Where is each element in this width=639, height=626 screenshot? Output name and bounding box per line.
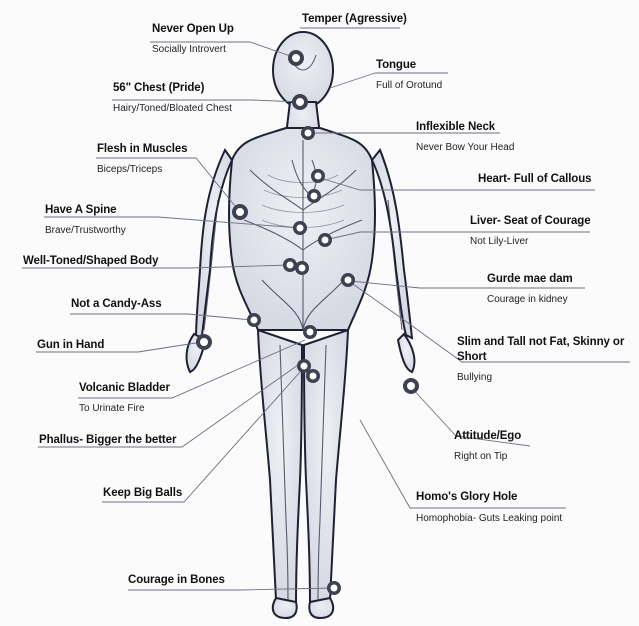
marker-body-1 (283, 258, 297, 272)
left-leg (258, 330, 302, 605)
label-gun-title: Gun in Hand (37, 340, 104, 352)
marker-attitude (403, 378, 419, 394)
label-never-open-up-title: Never Open Up (152, 24, 234, 36)
marker-liver (318, 233, 332, 247)
label-chest-sub: Hairy/Toned/Bloated Chest (113, 104, 232, 114)
marker-head (288, 50, 304, 66)
marker-body-2 (295, 261, 309, 275)
label-slim-title: Slim and Tall not Fat, Skinny or (457, 337, 624, 349)
marker-spine (293, 221, 307, 235)
label-bones-title: Courage in Bones (128, 575, 225, 587)
leader-bones (128, 588, 334, 590)
marker-heart-1 (311, 169, 325, 183)
label-spine-sub: Brave/Trustworthy (45, 226, 126, 236)
marker-heart-2 (307, 189, 321, 203)
label-chest-title: 56" Chest (Pride) (113, 83, 204, 95)
label-tongue-sub: Full of Orotund (376, 81, 442, 91)
label-attitude-sub: Right on Tip (454, 452, 507, 462)
label-balls-title: Keep Big Balls (103, 488, 182, 500)
label-neck-title: Inflexible Neck (416, 122, 495, 134)
label-kidney-sub: Courage in kidney (487, 295, 568, 305)
leader-candy (70, 314, 252, 320)
label-bladder-title: Volcanic Bladder (79, 383, 170, 395)
right-hand (398, 334, 414, 372)
marker-bones (327, 581, 341, 595)
label-liver-sub: Not Lily-Liver (470, 237, 528, 247)
label-tongue-title: Tongue (376, 60, 416, 72)
label-body-title: Well-Toned/Shaped Body (23, 256, 158, 268)
label-glory-title: Homo's Glory Hole (416, 492, 517, 504)
label-kidney-title: Gurde mae dam (487, 274, 573, 286)
label-muscles-title: Flesh in Muscles (97, 144, 187, 156)
label-candy-title: Not a Candy-Ass (71, 299, 162, 311)
right-foot (309, 598, 333, 618)
label-muscles-sub: Biceps/Triceps (97, 165, 162, 175)
marker-gun (196, 334, 212, 350)
label-slim-sub: Bullying (457, 373, 492, 383)
left-foot (273, 598, 297, 618)
marker-phallus (306, 369, 320, 383)
label-spine-title: Have A Spine (45, 205, 116, 217)
label-attitude-title: Attitude/Ego (454, 431, 521, 443)
label-phallus-title: Phallus- Bigger the better (39, 435, 176, 447)
label-neck-sub: Never Bow Your Head (416, 143, 514, 153)
label-glory-sub: Homophobia- Guts Leaking point (416, 514, 562, 524)
body-silhouette (187, 32, 415, 618)
label-bladder-sub: To Urinate Fire (79, 404, 145, 414)
label-liver-title: Liver- Seat of Courage (470, 216, 591, 228)
label-never-open-up-sub: Socially Introvert (152, 45, 226, 55)
marker-neck (301, 126, 315, 140)
marker-kidney (341, 273, 355, 287)
marker-pelvis (303, 325, 317, 339)
marker-candy (247, 313, 261, 327)
leader-chest (112, 100, 300, 102)
label-slim-title-line2: Short (457, 352, 487, 364)
marker-muscle (232, 204, 248, 220)
label-temper-title: Temper (Agressive) (302, 14, 407, 26)
marker-mouth (292, 94, 308, 110)
label-heart-title: Heart- Full of Callous (478, 174, 591, 186)
